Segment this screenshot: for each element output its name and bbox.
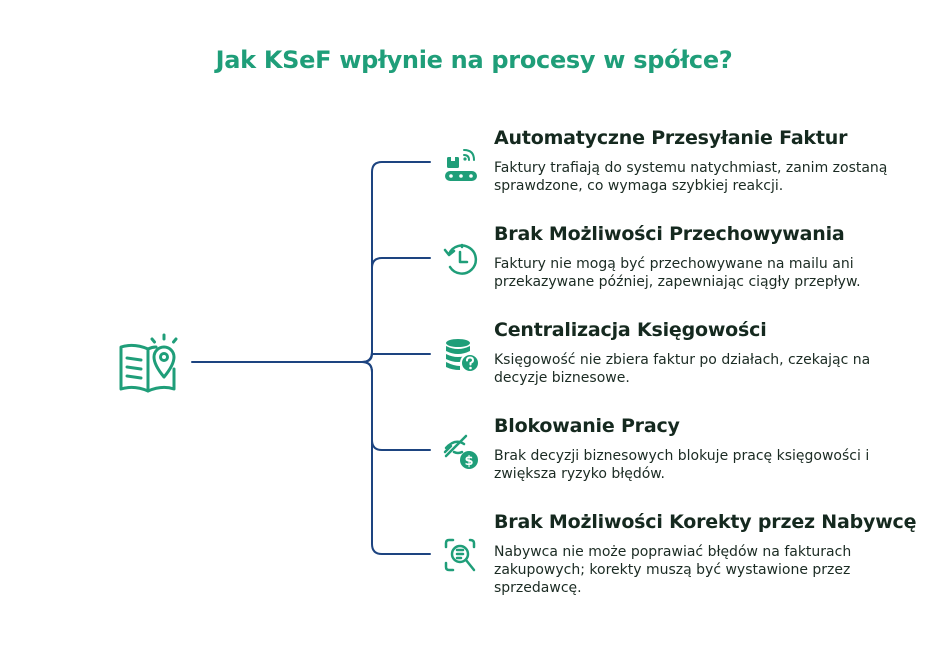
item-description: Księgowość nie zbiera faktur po działach…	[494, 352, 871, 386]
conveyor-wifi-icon	[442, 149, 482, 189]
item-title: Centralizacja Księgowości	[494, 319, 767, 341]
clock-history-icon	[442, 240, 482, 280]
item-description: Nabywca nie może poprawiać błędów na fak…	[494, 544, 852, 596]
connector-branch	[361, 352, 431, 363]
connector-trunk	[191, 161, 431, 363]
database-question-icon	[442, 336, 482, 376]
item-title: Blokowanie Pracy	[494, 415, 680, 437]
blocked-money-icon: $	[442, 432, 482, 472]
item-description: Faktury trafiają do systemu natychmiast,…	[494, 160, 888, 194]
book-location-icon	[116, 333, 182, 395]
document-search-icon	[442, 537, 482, 577]
connector-branch	[361, 361, 431, 555]
connector-branch	[361, 257, 431, 363]
item-title: Brak Możliwości Korekty przez Nabywcę	[494, 511, 917, 533]
item-title: Automatyczne Przesyłanie Faktur	[494, 127, 848, 149]
item-description: Faktury nie mogą być przechowywane na ma…	[494, 256, 861, 290]
item-description: Brak decyzji biznesowych blokuje pracę k…	[494, 448, 870, 482]
page-title: Jak KSeF wpłynie na procesy w spółce?	[215, 46, 733, 74]
item-title: Brak Możliwości Przechowywania	[494, 223, 845, 245]
svg-text:$: $	[464, 454, 473, 469]
